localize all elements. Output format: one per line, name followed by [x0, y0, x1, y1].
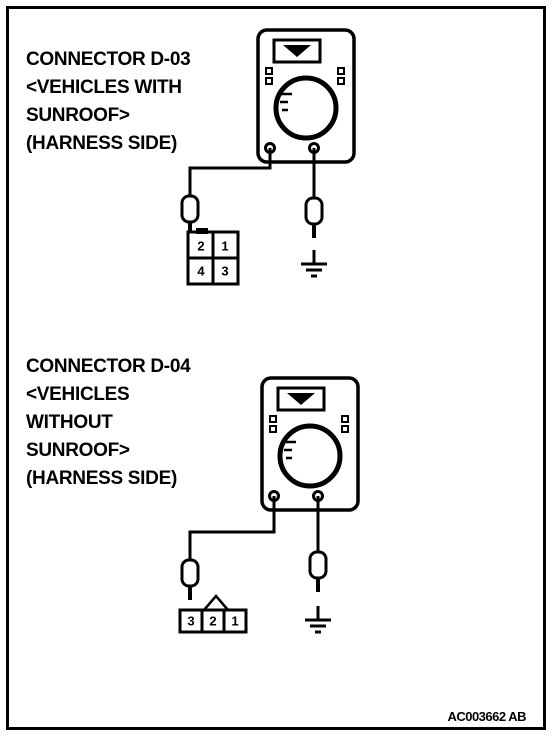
- label-line: <VEHICLES WITH: [26, 77, 182, 98]
- connector-pin: 1: [231, 614, 238, 629]
- label-line: CONNECTOR D-04: [26, 356, 191, 377]
- probe-wire: [188, 496, 276, 560]
- probe-lead: [180, 194, 200, 238]
- connector-pin: 3: [187, 614, 194, 629]
- connector-pin: 1: [221, 239, 228, 254]
- figure-code: AC003662 AB: [447, 709, 526, 724]
- probe-lead: [180, 558, 200, 602]
- probe-lead: [308, 550, 328, 594]
- ground-icon: [299, 248, 329, 278]
- connector-pin: 4: [197, 264, 205, 279]
- label-line: WITHOUT: [26, 412, 113, 433]
- multimeter-1: [258, 30, 354, 162]
- label-line: SUNROOF>: [26, 440, 130, 461]
- label-line: <VEHICLES: [26, 384, 130, 405]
- probe-lead: [304, 196, 324, 240]
- label-line: SUNROOF>: [26, 105, 130, 126]
- multimeter-2: [262, 378, 358, 510]
- connector-d03: 2 1 4 3: [186, 228, 240, 286]
- connector-pin: 2: [209, 614, 216, 629]
- connector-d04: 3 2 1: [178, 594, 248, 634]
- connector-d04-label: CONNECTOR D-04 <VEHICLES WITHOUT SUNROOF…: [26, 353, 191, 493]
- connector-d03-label: CONNECTOR D-03 <VEHICLES WITH SUNROOF> (…: [26, 46, 191, 158]
- label-line: (HARNESS SIDE): [26, 468, 177, 489]
- label-line: (HARNESS SIDE): [26, 133, 177, 154]
- connector-pin: 2: [197, 239, 204, 254]
- probe-wire: [188, 148, 272, 196]
- ground-icon: [303, 604, 333, 634]
- label-line: CONNECTOR D-03: [26, 49, 191, 70]
- connector-pin: 3: [221, 264, 228, 279]
